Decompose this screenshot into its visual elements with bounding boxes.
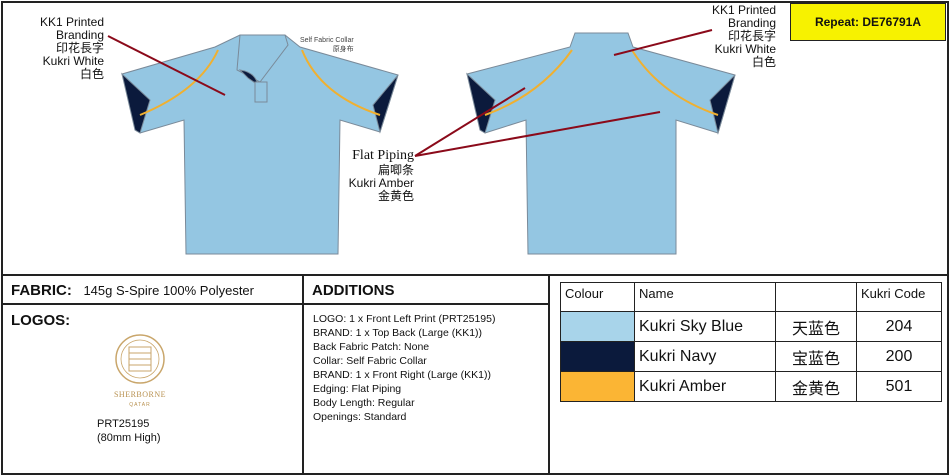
header-colour: Colour: [560, 282, 635, 312]
addition-item: Body Length: Regular: [313, 397, 415, 409]
crest-icon: [115, 334, 165, 384]
callout-lines: [107, 29, 713, 157]
table-header: Colour Name Kukri Code: [560, 282, 942, 312]
back-branding-color: Kukri White: [714, 42, 776, 56]
colour-code: 204: [856, 311, 942, 342]
front-branding-label: KK1 Printed Branding 印花長字 Kukri White 白色: [40, 16, 104, 81]
back-branding-label: KK1 Printed Branding 印花長字 Kukri White 白色: [712, 4, 776, 69]
divider: [302, 275, 304, 475]
front-shirt: [121, 34, 399, 255]
front-branding-color: Kukri White: [42, 54, 104, 68]
piping-title: Flat Piping: [352, 148, 414, 163]
logo-sub: QATAR: [129, 402, 151, 408]
colour-name: Kukri Amber: [634, 371, 776, 402]
colour-name: Kukri Navy: [634, 341, 776, 372]
colour-name: Kukri Sky Blue: [634, 311, 776, 342]
divider: [548, 275, 550, 475]
collar-label-en: Self Fabric Collar: [300, 37, 354, 44]
front-branding-line2: Branding: [55, 28, 104, 42]
piping-title-cn: 扁唧条: [377, 163, 414, 177]
addition-item: BRAND: 1 x Top Back (Large (KK1)): [313, 327, 483, 339]
colour-code: 501: [856, 371, 942, 402]
addition-item: Openings: Standard: [313, 411, 407, 423]
fabric-row: FABRIC: 145g S-Spire 100% Polyester: [11, 282, 254, 299]
colour-table: Colour Name Kukri Code Kukri Sky Blue 天蓝…: [560, 282, 942, 402]
colour-swatch: [560, 311, 635, 342]
fabric-label: FABRIC:: [11, 282, 72, 299]
colour-name-cn: 天蓝色: [775, 311, 857, 342]
divider: [1, 303, 549, 305]
front-branding-line1: KK1 Printed: [39, 15, 104, 29]
addition-item: BRAND: 1 x Front Right (Large (KK1)): [313, 369, 491, 381]
collar-label-cn: 原身布: [332, 46, 354, 53]
additions-list: LOGO: 1 x Front Left Print (PRT25195) BR…: [313, 312, 495, 424]
header-cn: [775, 282, 857, 312]
colour-swatch: [560, 371, 635, 402]
addition-item: Edging: Flat Piping: [313, 383, 402, 395]
colour-name-cn: 宝蓝色: [775, 341, 857, 372]
table-row: Kukri Navy 宝蓝色 200: [560, 341, 942, 372]
repeat-badge: Repeat: DE76791A: [790, 3, 946, 41]
back-branding-cn: 印花長字: [727, 29, 776, 43]
table-row: Kukri Sky Blue 天蓝色 204: [560, 311, 942, 342]
colour-code: 200: [856, 341, 942, 372]
shirt-illustrations: [107, 29, 736, 255]
piping-label: Flat Piping 扁唧条 Kukri Amber 金黄色: [349, 148, 414, 203]
colour-swatch: [560, 341, 635, 372]
logos-heading: LOGOS:: [11, 312, 71, 329]
back-branding-line1: KK1 Printed: [711, 3, 776, 17]
addition-item: LOGO: 1 x Front Left Print (PRT25195): [313, 313, 496, 325]
back-branding-line2: Branding: [727, 16, 776, 30]
addition-item: Collar: Self Fabric Collar: [313, 355, 427, 367]
header-name: Name: [634, 282, 776, 312]
fabric-value: 145g S-Spire 100% Polyester: [83, 283, 254, 298]
front-branding-color-cn: 白色: [79, 67, 104, 81]
back-shirt: [466, 32, 736, 255]
divider: [1, 274, 949, 276]
piping-color-cn: 金黄色: [377, 189, 414, 203]
logo-name: SHERBORNE: [113, 390, 167, 399]
sherborne-logo: SHERBORNE QATAR: [95, 333, 185, 408]
collar-label: Self Fabric Collar 原身布: [300, 37, 354, 54]
piping-color: Kukri Amber: [348, 176, 414, 190]
logo-size: (80mm High): [97, 432, 161, 444]
front-branding-cn: 印花長字: [55, 41, 104, 55]
header-code: Kukri Code: [856, 282, 942, 312]
addition-item: Back Fabric Patch: None: [313, 341, 430, 353]
logo-code: PRT25195: [97, 418, 150, 430]
additions-heading: ADDITIONS: [312, 282, 395, 299]
back-branding-color-cn: 白色: [751, 55, 776, 69]
colour-name-cn: 金黄色: [775, 371, 857, 402]
table-row: Kukri Amber 金黄色 501: [560, 371, 942, 402]
logo-info: PRT25195 (80mm High): [97, 417, 161, 445]
